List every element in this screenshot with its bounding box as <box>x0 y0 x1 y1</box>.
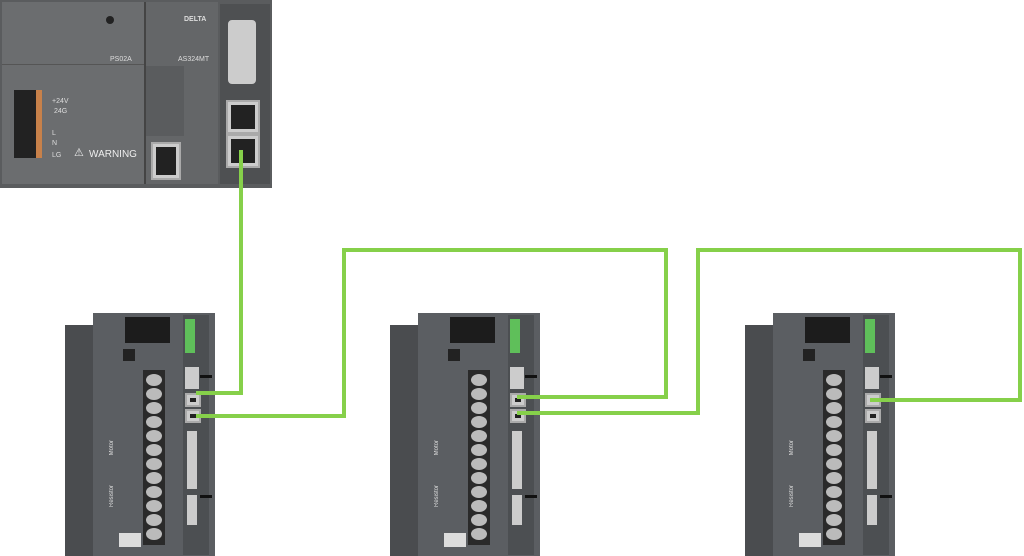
warning-label: WARNING <box>89 149 137 160</box>
servo-encoder-connector[interactable] <box>512 495 522 525</box>
servo-terminal-block <box>143 370 165 545</box>
terminal-screw <box>826 500 842 512</box>
servo-display <box>450 317 495 343</box>
memory-card-cover <box>146 66 184 136</box>
terminal-screw <box>826 514 842 526</box>
servo-encoder-connector[interactable] <box>187 495 197 525</box>
servo-terminal-block <box>468 370 490 545</box>
terminal-screw <box>471 458 487 470</box>
terminal-screw <box>146 388 162 400</box>
terminal-screw <box>826 472 842 484</box>
servo-io-terminal <box>865 319 875 353</box>
ethercat-cable-servo1-to-servo2 <box>196 248 668 418</box>
terminal-label: +24V <box>52 98 69 105</box>
cable-stub <box>525 375 537 378</box>
servo-display <box>805 317 850 343</box>
terminal-screw <box>471 472 487 484</box>
terminal-screw <box>471 500 487 512</box>
servo-heatsink <box>65 325 95 556</box>
servo-heatsink <box>745 325 775 556</box>
terminal-screw <box>471 514 487 526</box>
terminal-screw <box>471 430 487 442</box>
servo-display <box>125 317 170 343</box>
servo-ethercat-in[interactable] <box>185 393 201 407</box>
brand-logo: DELTA <box>184 16 207 23</box>
terminal-label: N <box>52 140 58 147</box>
ethercat-port-in[interactable] <box>226 100 260 134</box>
cable-stub <box>525 495 537 498</box>
terminal-screw <box>826 416 842 428</box>
terminal-screw <box>471 388 487 400</box>
terminal-screw <box>471 444 487 456</box>
terminal-screw <box>146 430 162 442</box>
servo-power-connector <box>799 533 821 547</box>
cable-stub <box>880 495 892 498</box>
servo-usb-port[interactable] <box>510 367 524 389</box>
terminal-screw <box>826 402 842 414</box>
terminal-screw <box>826 374 842 386</box>
terminal-screw <box>826 528 842 540</box>
terminal-screw <box>471 374 487 386</box>
servo-encoder-connector[interactable] <box>867 495 877 525</box>
servo-knob <box>123 349 135 361</box>
servo-ethercat-out[interactable] <box>865 409 881 423</box>
servo-knob <box>448 349 460 361</box>
servo-cn1-connector[interactable] <box>867 431 877 489</box>
servo-usb-port[interactable] <box>185 367 199 389</box>
servo-cn1-connector[interactable] <box>512 431 522 489</box>
terminal-screw <box>826 458 842 470</box>
terminal-screw <box>471 486 487 498</box>
terminal-screw <box>471 402 487 414</box>
terminal-screw <box>146 416 162 428</box>
terminal-screw <box>826 388 842 400</box>
servo-heatsink <box>390 325 420 556</box>
serial-port[interactable] <box>228 20 256 84</box>
power-terminal-block <box>14 90 42 158</box>
power-module-label: PS02A <box>110 56 132 63</box>
ethernet-port[interactable] <box>151 142 181 180</box>
terminal-screw <box>471 528 487 540</box>
cable-stub <box>200 495 212 498</box>
cpu-module: DELTA AS324MT <box>146 2 218 184</box>
servo-terminal-block <box>823 370 845 545</box>
terminal-screw <box>146 528 162 540</box>
terminal-screw <box>146 486 162 498</box>
cpu-module-label: AS324MT <box>178 56 210 63</box>
servo-io-terminal <box>510 319 520 353</box>
terminal-screw <box>826 430 842 442</box>
servo-power-connector <box>119 533 141 547</box>
terminal-screw <box>146 458 162 470</box>
terminal-label: L <box>52 130 56 137</box>
terminal-label: 24G <box>54 108 68 115</box>
power-supply-module: PS02A +24V 24G L N LG ⚠ WARNING <box>2 2 146 184</box>
servo-knob <box>803 349 815 361</box>
terminal-screw <box>146 444 162 456</box>
servo-power-connector <box>444 533 466 547</box>
cable-stub <box>200 375 212 378</box>
servo-usb-port[interactable] <box>865 367 879 389</box>
servo-io-terminal <box>185 319 195 353</box>
cable-stub <box>880 375 892 378</box>
terminal-label: LG <box>52 152 62 159</box>
terminal-screw <box>826 486 842 498</box>
terminal-screw <box>826 444 842 456</box>
servo-cn1-connector[interactable] <box>187 431 197 489</box>
terminal-screw <box>146 402 162 414</box>
terminal-screw <box>146 514 162 526</box>
ethercat-cable-servo2-to-servo3 <box>517 248 1022 415</box>
warning-icon: ⚠ <box>74 147 84 159</box>
terminal-screw <box>146 472 162 484</box>
ethercat-cable-plc-to-servo1 <box>196 150 243 395</box>
terminal-screw <box>471 416 487 428</box>
plc-controller: PS02A +24V 24G L N LG ⚠ WARNING DELTA AS… <box>0 0 272 188</box>
terminal-screw <box>146 374 162 386</box>
power-led <box>106 16 114 24</box>
terminal-screw <box>146 500 162 512</box>
